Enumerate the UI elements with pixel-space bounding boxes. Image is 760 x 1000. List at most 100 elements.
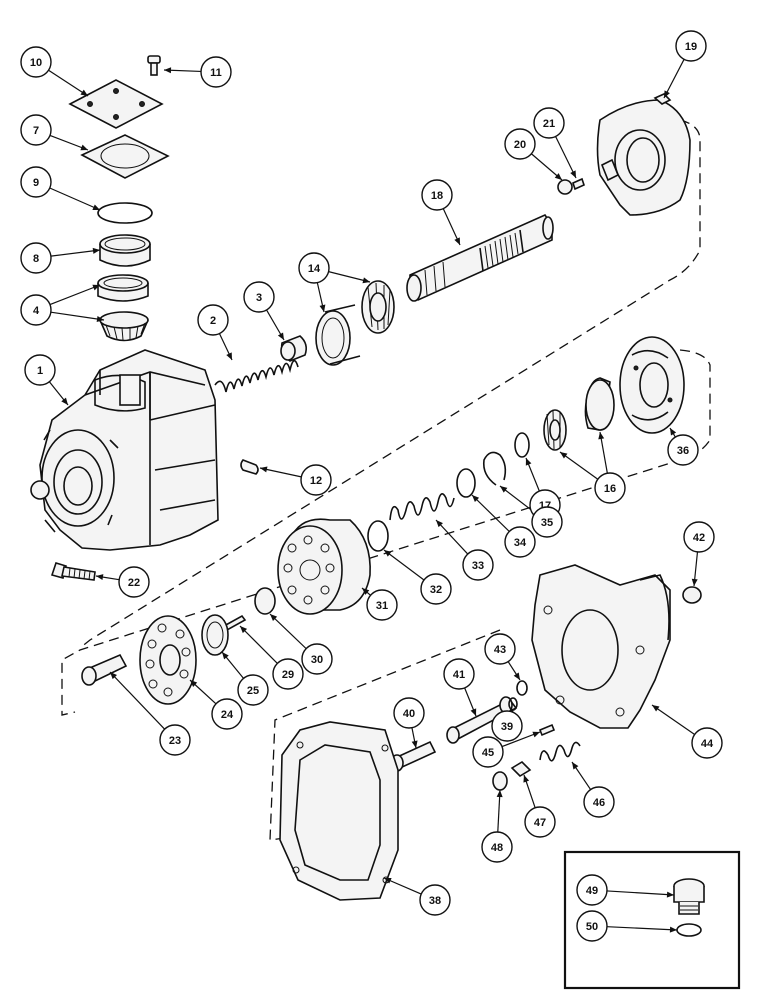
leader-arrowhead-16 <box>560 452 568 459</box>
leader-arrowhead-29 <box>240 626 248 634</box>
piston-part-23 <box>81 653 128 686</box>
leader-line-34 <box>471 494 510 532</box>
callout-16: 16 <box>594 472 626 504</box>
leader-lines <box>48 59 699 933</box>
callout-20: 20 <box>504 128 536 160</box>
callout-number: 29 <box>282 669 294 681</box>
callout-number: 44 <box>701 738 714 750</box>
callout-circle <box>576 874 608 906</box>
callout-23: 23 <box>159 724 191 756</box>
o-ring-part-9 <box>97 202 153 224</box>
pump-housing-part-1 <box>30 349 219 551</box>
callout-47: 47 <box>524 806 556 838</box>
callout-circle <box>20 46 52 78</box>
bearing-part-14 <box>315 280 395 366</box>
swashplate-part-19 <box>596 93 691 216</box>
callout-number: 16 <box>604 483 616 495</box>
leader-arrowhead-19 <box>664 90 670 98</box>
leader-line-4-2 <box>50 311 105 321</box>
nut-part-42 <box>682 586 702 604</box>
callout-number: 40 <box>403 708 415 720</box>
washer-part-48 <box>492 771 508 791</box>
leader-arrowhead-36 <box>670 428 677 436</box>
assembly-dashed-outline-lower <box>269 629 501 841</box>
callout-44: 44 <box>691 727 723 759</box>
callout-35: 35 <box>531 506 563 538</box>
leader-line-16-2 <box>559 451 599 480</box>
callout-34: 34 <box>504 526 536 558</box>
callout-circle <box>481 831 513 863</box>
callout-circle <box>298 252 330 284</box>
callout-7: 7 <box>20 114 52 146</box>
leader-arrowhead-50 <box>669 926 677 933</box>
leader-arrowhead-42 <box>691 578 698 586</box>
callout-number: 42 <box>693 532 705 544</box>
callout-number: 48 <box>491 842 503 854</box>
leader-arrowhead-12 <box>260 466 268 473</box>
callout-number: 7 <box>33 125 39 137</box>
callout-50: 50 <box>576 910 608 942</box>
leader-arrowhead-14 <box>319 304 326 312</box>
cover-plate-part-10 <box>68 79 164 129</box>
callout-number: 22 <box>128 577 140 589</box>
leader-line-48 <box>497 789 501 833</box>
callout-number: 19 <box>685 41 697 53</box>
leader-arrowhead-31 <box>362 588 370 595</box>
callout-circle <box>211 698 243 730</box>
callout-circle <box>20 114 52 146</box>
bushing-part-30 <box>254 587 276 615</box>
leader-arrowhead-32 <box>384 550 392 557</box>
leader-arrowhead-43 <box>513 672 520 680</box>
callout-circle <box>576 910 608 942</box>
leader-arrowhead-20 <box>554 173 562 180</box>
callout-21: 21 <box>533 107 565 139</box>
spring-part-46 <box>539 741 581 762</box>
washer-part-32 <box>367 520 389 552</box>
bolt-part-22 <box>50 562 96 581</box>
gasket-part-7 <box>80 134 170 179</box>
leader-arrowhead-45 <box>532 731 540 738</box>
callout-36: 36 <box>667 434 699 466</box>
callout-49: 49 <box>576 874 608 906</box>
bearing-part-16 <box>543 377 615 451</box>
leader-line-50 <box>606 926 678 931</box>
callout-10: 10 <box>20 46 52 78</box>
leader-line-23 <box>109 671 166 730</box>
callout-number: 32 <box>430 584 442 596</box>
callout-circle <box>683 521 715 553</box>
spring-part-2 <box>214 359 299 393</box>
callout-18: 18 <box>421 179 453 211</box>
callout-circle <box>491 710 523 742</box>
callout-circle <box>524 806 556 838</box>
callout-number: 20 <box>514 139 526 151</box>
callout-circle <box>24 354 56 386</box>
callout-circle <box>472 736 504 768</box>
callout-number: 47 <box>534 817 546 829</box>
callout-2: 2 <box>197 304 229 336</box>
callout-41: 41 <box>443 658 475 690</box>
leader-line-14-2 <box>328 271 371 283</box>
pin-part-45 <box>538 723 556 737</box>
callout-circle <box>272 658 304 690</box>
leader-arrowhead-33 <box>436 520 443 528</box>
callout-45: 45 <box>472 736 504 768</box>
callout-circle <box>594 472 626 504</box>
callout-number: 18 <box>431 190 443 202</box>
callout-circle <box>237 674 269 706</box>
callout-number: 43 <box>494 644 506 656</box>
leader-line-33 <box>435 519 469 555</box>
callout-48: 48 <box>481 831 513 863</box>
leader-arrowhead-9 <box>92 204 100 210</box>
callout-43: 43 <box>484 633 516 665</box>
leader-line-49 <box>606 890 675 896</box>
callout-number: 39 <box>501 721 513 733</box>
leader-arrowhead-38 <box>384 878 392 884</box>
callout-number: 9 <box>33 177 39 189</box>
leader-arrowhead-23 <box>110 672 118 680</box>
callout-8: 8 <box>20 242 52 274</box>
callout-number: 23 <box>169 735 181 747</box>
callout-number: 3 <box>256 292 262 304</box>
callout-number: 10 <box>30 57 42 69</box>
callout-number: 38 <box>429 895 441 907</box>
callout-9: 9 <box>20 166 52 198</box>
